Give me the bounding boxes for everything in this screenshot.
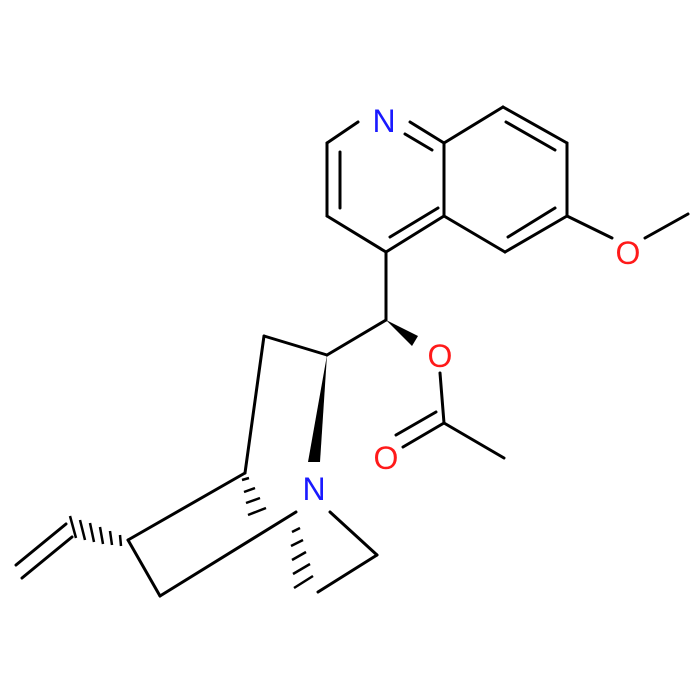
hash xyxy=(290,538,304,548)
wedge-bond xyxy=(386,320,418,346)
quinuclidine-bonds xyxy=(126,334,379,598)
vinyl-bonds xyxy=(14,522,74,580)
bond xyxy=(503,214,569,254)
bond xyxy=(394,410,438,437)
quinuclidine-nitrogen-label: N xyxy=(302,471,325,507)
bond xyxy=(325,318,388,357)
hash xyxy=(247,506,267,517)
bond xyxy=(401,421,446,449)
hash xyxy=(98,526,105,545)
bond xyxy=(408,120,446,145)
bond xyxy=(504,120,557,152)
bond xyxy=(325,214,388,254)
bond xyxy=(506,206,557,239)
hash xyxy=(118,534,123,547)
bond xyxy=(442,105,505,145)
bond xyxy=(384,214,446,254)
hash xyxy=(68,515,78,539)
bond xyxy=(403,132,434,152)
bond xyxy=(388,206,440,239)
bond xyxy=(262,334,329,357)
hash xyxy=(293,574,314,590)
bond xyxy=(126,471,247,542)
bond xyxy=(328,510,379,557)
bond xyxy=(158,510,298,598)
bond xyxy=(442,214,507,254)
bond xyxy=(243,334,266,475)
acetate-bonds xyxy=(394,371,506,460)
bond xyxy=(501,105,569,145)
bond xyxy=(438,371,446,425)
bond xyxy=(14,522,68,567)
linker-bonds xyxy=(325,250,418,357)
bond xyxy=(442,421,506,460)
hash xyxy=(291,526,301,534)
bond xyxy=(126,538,162,598)
methoxy-oxygen-label: O xyxy=(616,235,641,271)
hash xyxy=(291,550,307,562)
hash xyxy=(88,522,96,543)
quinoline-bonds xyxy=(325,105,690,254)
hash xyxy=(241,476,250,482)
wedge-bond xyxy=(308,355,327,462)
bond xyxy=(565,214,614,240)
ester-oxygen-label: O xyxy=(428,338,453,374)
bond xyxy=(643,212,690,240)
bond xyxy=(20,535,74,580)
hash xyxy=(245,496,261,505)
quinoline-nitrogen-label: N xyxy=(372,103,395,139)
hashed-wedges xyxy=(68,476,314,590)
carbonyl-oxygen-label: O xyxy=(374,440,399,476)
hash xyxy=(108,530,114,546)
hash xyxy=(243,486,256,494)
bond xyxy=(316,553,379,594)
bond xyxy=(325,120,360,145)
hash xyxy=(78,519,87,541)
hash xyxy=(292,562,311,576)
